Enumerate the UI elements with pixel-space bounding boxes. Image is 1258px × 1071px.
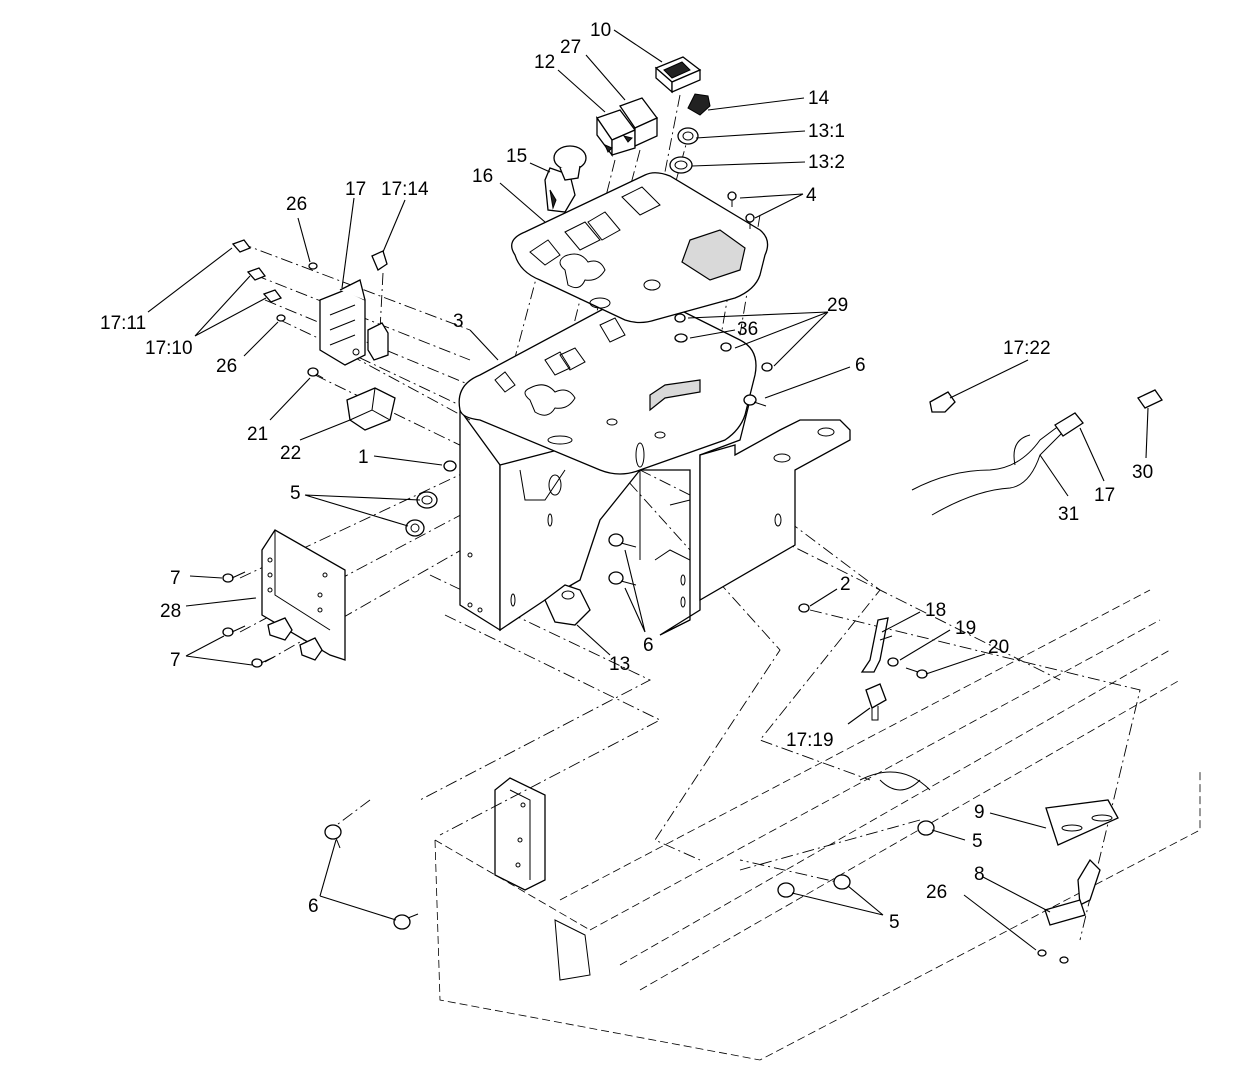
- callout-36: 36: [737, 319, 758, 340]
- fuse-17-14: [367, 250, 389, 361]
- callout-5-bottom: 5: [889, 912, 900, 933]
- washer-2: [798, 603, 810, 613]
- bolt-20: [905, 667, 928, 679]
- bolts-6-lower: [324, 824, 419, 930]
- fuses-17-10-17-11: [231, 239, 283, 303]
- callout-5-right: 5: [972, 831, 983, 852]
- callout-9: 9: [974, 802, 985, 823]
- connector-17-22: [929, 391, 956, 413]
- callout-17-top: 17: [345, 179, 366, 200]
- callout-20: 20: [988, 637, 1009, 658]
- callout-26-mid: 26: [216, 356, 237, 377]
- hour-meter: [654, 56, 702, 94]
- callout-3: 3: [453, 311, 464, 332]
- panel-screws: [727, 191, 755, 229]
- callout-22: 22: [280, 443, 301, 464]
- relay-fuse-block: [319, 279, 366, 366]
- bolts-7: [222, 571, 275, 668]
- switch-bracket-18: [860, 617, 893, 673]
- switch-boot-13: [544, 584, 591, 626]
- connector-30: [1137, 389, 1163, 409]
- callout-21: 21: [247, 424, 268, 445]
- bolts-6-upper: [608, 394, 767, 586]
- callout-28: 28: [160, 601, 181, 622]
- bracket-9: [1045, 799, 1119, 846]
- switch-nut: [677, 127, 699, 145]
- callout-15: 15: [506, 146, 527, 167]
- callout-27: 27: [560, 37, 581, 58]
- frame-rails: [434, 589, 1201, 1061]
- washer-19: [887, 657, 899, 667]
- callout-4: 4: [806, 185, 817, 206]
- callout-13-1: 13:1: [808, 121, 845, 142]
- callout-7-top: 7: [170, 568, 181, 589]
- plug-36: [674, 333, 688, 343]
- callout-17-right: 17: [1094, 485, 1115, 506]
- ignition-key: [687, 93, 711, 116]
- callout-labels: 10 27 12 14 13:1 13:2 15 16 4 26 17 17:1…: [100, 20, 1153, 933]
- callout-17-14: 17:14: [381, 179, 429, 200]
- pto-switch: [544, 145, 587, 213]
- callout-26-top: 26: [286, 194, 307, 215]
- callout-17-22: 17:22: [1003, 338, 1051, 359]
- callout-6-bottom: 6: [308, 896, 319, 917]
- callout-12: 12: [534, 52, 555, 73]
- callout-5-left: 5: [290, 483, 301, 504]
- callout-6-center: 6: [643, 635, 654, 656]
- callout-7-bottom: 7: [170, 650, 181, 671]
- callout-13-2: 13:2: [808, 152, 845, 173]
- callout-8: 8: [974, 864, 985, 885]
- callout-1: 1: [358, 447, 369, 468]
- callout-14: 14: [808, 88, 830, 109]
- wire-harness-17: [911, 412, 1084, 516]
- frame-bracket-left: [494, 777, 546, 891]
- callout-2: 2: [840, 574, 851, 595]
- callout-17-11: 17:11: [100, 313, 146, 334]
- alignment-lines: [239, 94, 1141, 941]
- nuts-1-5: [405, 460, 457, 537]
- callout-19: 19: [955, 618, 976, 639]
- leader-lines: [147, 29, 1149, 951]
- control-panel-cover: [511, 172, 769, 324]
- switch-17-19: [865, 683, 887, 721]
- washers-26-lower: [1037, 949, 1069, 964]
- callout-29: 29: [827, 295, 848, 316]
- callout-13: 13: [609, 654, 630, 675]
- callout-17-19: 17:19: [786, 730, 834, 751]
- bracket-8: [1044, 858, 1101, 926]
- switch-washer: [669, 156, 693, 174]
- callout-31: 31: [1058, 504, 1079, 525]
- relay-22: [346, 387, 396, 431]
- rocker-switches: [595, 97, 659, 157]
- nuts-5-lower: [777, 820, 935, 898]
- callout-10: 10: [590, 20, 611, 41]
- callout-6-right: 6: [855, 355, 866, 376]
- mounting-plate-28: [261, 529, 346, 661]
- callout-18: 18: [925, 600, 946, 621]
- callout-30: 30: [1132, 462, 1153, 483]
- callout-17-10: 17:10: [145, 338, 193, 359]
- grommets-29: [674, 313, 773, 372]
- control-pedestal: [458, 295, 851, 636]
- callout-16: 16: [472, 166, 493, 187]
- bolt-21: [307, 367, 324, 379]
- washers-26: [276, 262, 318, 322]
- callout-26-bottom: 26: [926, 882, 947, 903]
